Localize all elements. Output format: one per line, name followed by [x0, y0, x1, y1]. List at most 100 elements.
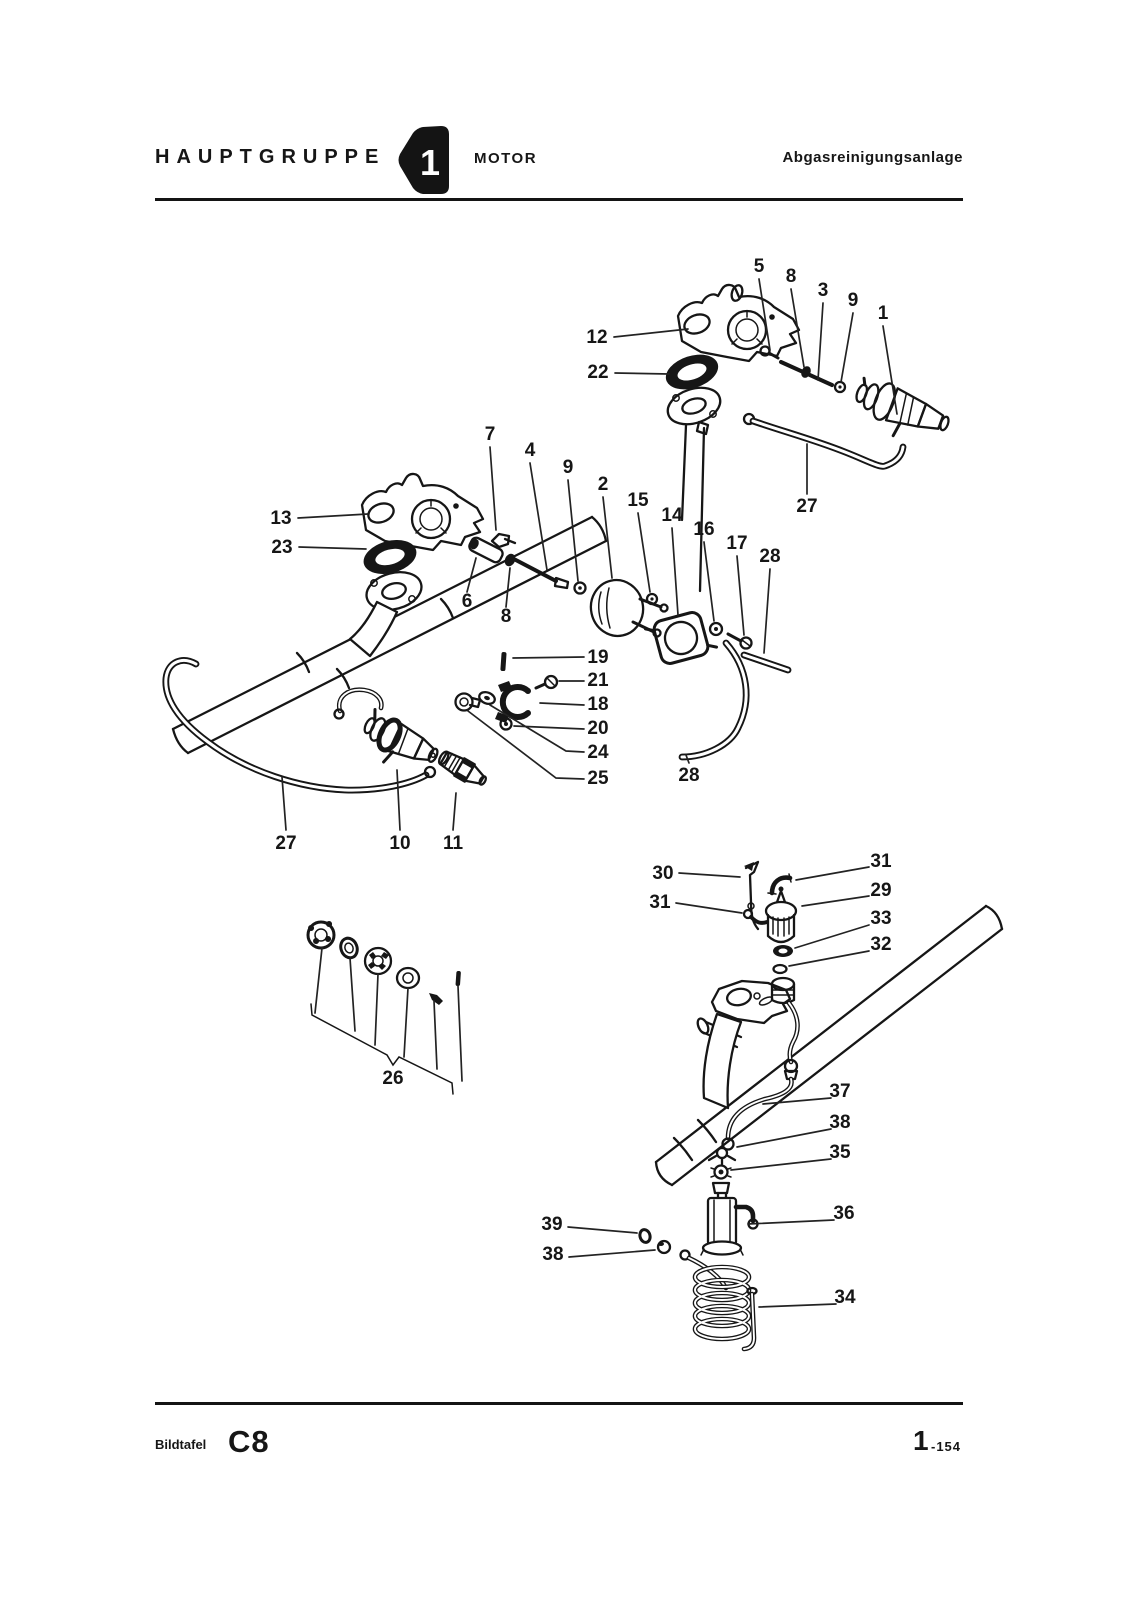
part-hose-short-ferrule [333, 708, 345, 720]
part-21-screw-slot [546, 677, 556, 687]
leader-18 [539, 702, 585, 706]
part-21-screw-shank [534, 682, 547, 690]
part-31-fitting-tube [749, 915, 769, 925]
part-flange-bolt-hole [709, 410, 717, 418]
callout-3: 3 [818, 280, 829, 301]
part-12-valve-inner [735, 318, 759, 342]
part-manifold-port-body [770, 982, 796, 1005]
pump-top-nut [711, 1181, 731, 1195]
valve-stem [891, 422, 902, 438]
leader-3 [817, 302, 824, 381]
badge-number: 1 [420, 142, 440, 183]
callout-31-right: 31 [870, 851, 892, 872]
footer-rule [155, 1402, 963, 1405]
part-29-valve-ribs [772, 916, 790, 937]
leader-12 [613, 328, 689, 338]
leader-7 [489, 446, 497, 531]
part-7-clip [490, 532, 517, 549]
part-25-nut [454, 692, 474, 712]
part-26-bush-d [395, 966, 421, 990]
part-manifold-tube-core [788, 1002, 799, 1063]
part-12-screw-dot [769, 314, 775, 320]
right-valve-stack [742, 860, 798, 975]
callout-27-bottom: 27 [275, 833, 296, 854]
leader-5 [758, 278, 771, 351]
leader-25 [467, 710, 585, 780]
leader-31-left [675, 902, 743, 914]
valve-nub [373, 707, 377, 721]
part-12-valve-marks [731, 311, 763, 345]
page-title: HAUPTGRUPPE [155, 146, 386, 168]
part-9-nut-mid [573, 581, 587, 595]
callout-37: 37 [829, 1081, 850, 1102]
part-1-check-valve [855, 376, 950, 438]
callout-17: 17 [726, 533, 747, 554]
callout-19: 19 [587, 647, 608, 668]
part-9-nut [833, 380, 847, 394]
callout-18: 18 [587, 694, 608, 715]
part-6-sleeve [468, 536, 504, 564]
part-31-fitting-left [742, 908, 754, 920]
part-flange-stub-lines [680, 423, 706, 593]
page-number-minor: -154 [931, 1439, 962, 1454]
part-exhaust-pipe-lower-end [654, 904, 1004, 1187]
part-36-pump [700, 1181, 759, 1256]
part-37-pipe-core [727, 1078, 793, 1139]
mid-left-assembly [171, 472, 608, 755]
part-13-stud-hole [367, 502, 395, 524]
leader-15 [637, 512, 651, 593]
pump-base-feet [700, 1248, 744, 1256]
part-flange-tab [695, 420, 710, 436]
callout-36: 36 [833, 1203, 854, 1224]
leader-lines [281, 278, 898, 1308]
part-22-gasket-hole [677, 363, 707, 381]
callout-39: 39 [541, 1214, 562, 1235]
leader-37 [762, 1097, 832, 1105]
part-28-pipe-stub-core [742, 653, 790, 672]
part-32-oring [772, 963, 788, 975]
part-26-pin-f [455, 971, 461, 987]
flange-bore [663, 620, 699, 656]
leader-38-left [568, 1249, 656, 1258]
leader-24 [489, 704, 585, 753]
badge-shape [398, 126, 449, 194]
part-manifold-banjo-nut [783, 1069, 799, 1081]
callout-11: 11 [443, 833, 464, 854]
valve-band [397, 728, 409, 755]
callout-35: 35 [829, 1142, 851, 1163]
part-26-washer-a-hole [314, 928, 328, 942]
part-13-valve-marks [415, 500, 447, 534]
group-26-bracket [310, 1003, 454, 1095]
top-right-assembly [665, 283, 950, 593]
part-10-check-valve [363, 707, 439, 764]
group-26-leaders [314, 947, 463, 1082]
callout-5: 5 [754, 256, 765, 277]
part-23-gasket-hole [375, 548, 405, 566]
leader-27-bottom [281, 776, 287, 831]
flange-ears [643, 627, 719, 649]
leader-30 [678, 872, 741, 878]
lower-manifold-assembly [638, 904, 1004, 1352]
part-8-collar-mid [504, 553, 516, 567]
part-26-ring-b-hole [344, 942, 354, 954]
part-16-nut [708, 621, 724, 637]
leader-9-mid [567, 479, 579, 582]
leader-8-mid [505, 567, 511, 608]
part-pipe-stub-lower-end [696, 1017, 710, 1035]
callout-33: 33 [870, 908, 891, 929]
part-12-valve-ring [726, 309, 768, 351]
part-flange-downpipe-hole [381, 581, 407, 601]
callout-30: 30 [652, 863, 673, 884]
leader-29 [801, 895, 870, 907]
part-31-elbow [769, 875, 793, 896]
part-flange-downpipe [365, 571, 423, 611]
valve-tip [939, 415, 950, 432]
part-26-disc-c [363, 946, 393, 976]
callout-16: 16 [693, 519, 714, 540]
part-flange-downpipe-bolt [370, 579, 378, 587]
callout-24: 24 [587, 742, 609, 763]
leader-19 [512, 656, 585, 659]
leader-1 [882, 325, 898, 415]
part-29-valve-ball [778, 886, 784, 892]
